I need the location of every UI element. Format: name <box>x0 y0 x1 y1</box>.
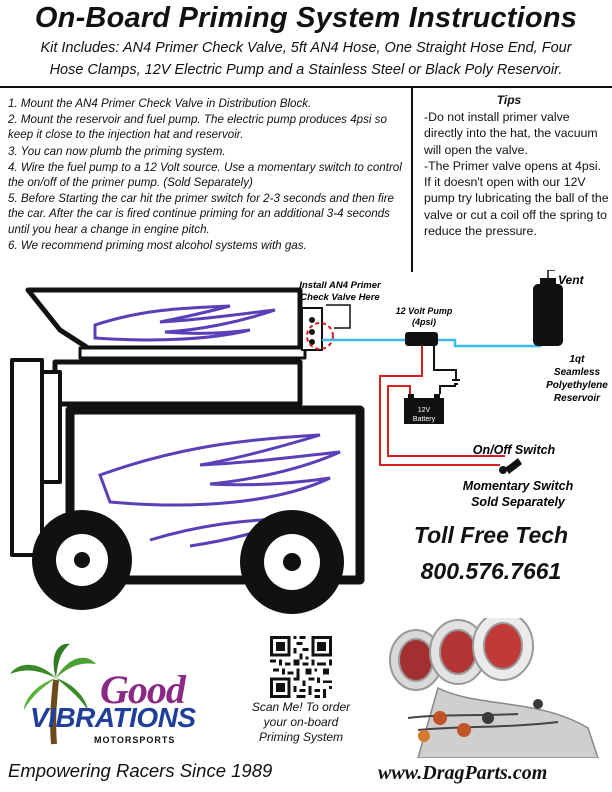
toggle-switch-icon <box>505 458 522 474</box>
pump-label-line-1: 12 Volt Pump <box>396 306 453 316</box>
tip-item: -Do not install primer valve directly in… <box>424 110 598 157</box>
tips-heading: Tips <box>496 93 522 107</box>
instruction-steps: 1. Mount the AN4 Primer Check Valve in D… <box>8 96 408 254</box>
qr-caption: Scan Me! To order your on-board Priming … <box>243 700 359 745</box>
fuel-hose <box>322 338 555 348</box>
battery-label-line-1: 12V <box>418 407 431 414</box>
website-link[interactable]: www.DragParts.com <box>378 762 548 784</box>
reservoir-label-line-1: 1qt <box>570 354 586 365</box>
qr-code[interactable] <box>270 636 332 698</box>
palm-tree-icon <box>10 643 96 745</box>
valve-label-line-1: Install AN4 Primer <box>299 280 382 291</box>
qr-caption-line: Scan Me! To order <box>251 700 351 714</box>
reservoir <box>533 284 563 346</box>
injector-stacks-photo <box>378 618 608 758</box>
valve-highlight-circle <box>306 322 334 350</box>
reservoir-label-line-4: Reservoir <box>554 393 601 404</box>
momentary-label-line-1: Momentary Switch <box>463 479 574 493</box>
logo-motorsports-text: MOTORSPORTS <box>94 735 176 745</box>
battery <box>404 398 444 424</box>
qr-caption-line: Priming System <box>258 730 344 744</box>
column-divider <box>411 88 413 272</box>
momentary-label-line-2: Sold Separately <box>471 495 566 509</box>
step-item: 5. Before Starting the car hit the prime… <box>8 192 395 236</box>
slogan: Empowering Racers Since 1989 <box>8 760 273 781</box>
header-divider <box>0 86 612 88</box>
step-item: 6. We recommend priming most alcohol sys… <box>8 238 307 252</box>
blower-plate <box>78 346 307 360</box>
engine-upper-block <box>52 359 303 407</box>
reservoir-label-line-3: Polyethylene <box>546 380 608 391</box>
valve-label-line-2: Check Valve Here <box>300 292 380 303</box>
reservoir-label-line-2: Seamless <box>554 367 601 378</box>
wiring <box>379 346 505 466</box>
kit-line-2: Hose Clamps, 12V Electric Pump and a Sta… <box>49 62 563 78</box>
tech-title: Toll Free Tech <box>413 522 569 548</box>
tips-list: -Do not install primer valve directly in… <box>424 109 609 239</box>
step-item: 4. Wire the fuel pump to a 12 Volt sourc… <box>8 160 402 190</box>
radiator-panel <box>10 358 44 557</box>
logo-good-text: Good <box>100 667 186 712</box>
wheels <box>32 510 344 614</box>
step-item: 1. Mount the AN4 Primer Check Valve in D… <box>8 97 312 110</box>
step-item: 2. Mount the reservoir and fuel pump. Th… <box>8 113 387 142</box>
vent-line <box>547 270 555 278</box>
logo-vibrations-text: VIBRATIONS <box>30 702 196 733</box>
tip-item: -The Primer valve opens at 4psi. If it d… <box>424 158 609 239</box>
pump-label-line-2: (4psi) <box>412 317 436 327</box>
priming-system-diagram: Install AN4 Primer Check Valve Here 12 V… <box>10 270 608 614</box>
tech-phone[interactable]: 800.576.7661 <box>420 558 562 584</box>
kit-line-1: Kit Includes: AN4 Primer Check Valve, 5f… <box>40 40 572 56</box>
page-title: On-Board Priming System Instructions <box>34 2 578 34</box>
fuel-pump <box>405 332 438 346</box>
valve-callout-line <box>326 304 351 329</box>
radiator-inner-panel <box>40 370 62 484</box>
switch-label: On/Off Switch <box>473 443 556 457</box>
battery-label-line-2: Battery <box>413 416 436 423</box>
qr-caption-line: your on-board <box>263 715 339 729</box>
step-item: 3. You can now plumb the priming system. <box>8 144 226 158</box>
vent-label: Vent <box>558 273 585 287</box>
